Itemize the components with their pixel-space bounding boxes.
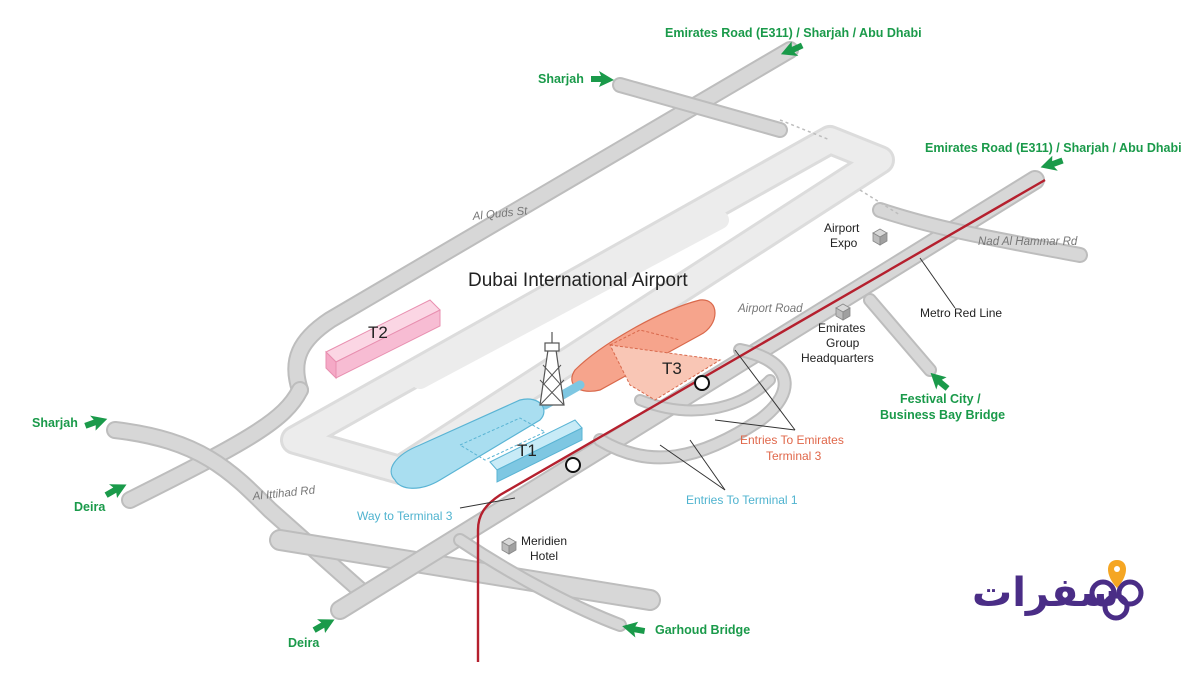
dest-deira-left: Deira — [74, 500, 106, 514]
interchange-loop — [595, 345, 790, 463]
road-sharjah-top — [614, 79, 786, 136]
label-way-t3: Way to Terminal 3 — [357, 509, 453, 523]
metro-pointer — [919, 257, 956, 309]
dest-festival-city-2: Business Bay Bridge — [880, 408, 1005, 422]
dest-emirates-road-top: Emirates Road (E311) / Sharjah / Abu Dha… — [665, 26, 922, 40]
arrow-emirates-top-icon — [780, 41, 804, 57]
road-nad-al-hammar — [874, 204, 1086, 261]
dest-sharjah-top: Sharjah — [538, 72, 584, 86]
t1-apron — [458, 417, 547, 461]
label-t1: T1 — [517, 441, 537, 460]
dashed-link-top — [779, 119, 831, 141]
metro-station-t1[interactable] — [565, 457, 581, 473]
entries-t3-pointer-b — [714, 419, 796, 431]
dest-sharjah-left: Sharjah — [32, 416, 78, 430]
entries-t3-pointer-a — [734, 349, 796, 431]
safarat-logo-icon — [1089, 560, 1144, 621]
metro-station-t3[interactable] — [694, 375, 710, 391]
label-t3: T3 — [662, 359, 682, 378]
arrow-garhoud-icon — [622, 621, 646, 638]
arrow-deira-bottom-icon — [312, 619, 335, 634]
road-label-airport-road: Airport Road — [737, 303, 803, 315]
tower-lattice — [539, 364, 565, 406]
terminal-3 — [571, 299, 722, 401]
brand-name: سفرات — [972, 570, 1119, 616]
dest-festival-city-1: Festival City / — [900, 392, 981, 406]
runways — [280, 125, 895, 485]
poi-airport-expo-2: Expo — [830, 236, 858, 250]
building-icon-emirates-hq — [835, 303, 851, 321]
t3-apron — [609, 344, 722, 401]
road-al-ittihad — [271, 531, 659, 609]
road-label-al-quds: Al Quds St — [471, 205, 529, 223]
label-entries-t3-2: Terminal 3 — [766, 449, 822, 463]
road-sharjah-left — [108, 423, 367, 597]
entries-t1-pointer-b — [689, 439, 726, 491]
metro-red-line — [476, 178, 1046, 662]
road-label-al-ittihad: Al Ittihad Rd — [251, 484, 316, 503]
arrow-emirates-right-icon — [1040, 155, 1064, 171]
building-icon-meridien — [501, 537, 517, 555]
entries-t1-pointer-a — [659, 444, 726, 491]
dest-emirates-road-right: Emirates Road (E311) / Sharjah / Abu Dha… — [925, 141, 1182, 155]
t2-front — [335, 309, 441, 379]
label-metro-red-line: Metro Red Line — [920, 306, 1002, 320]
road-festival — [865, 295, 935, 375]
poi-meridien-2: Hotel — [530, 549, 558, 563]
interchange-loop2 — [636, 376, 774, 415]
road-left-loop — [123, 383, 307, 507]
control-tower-icon — [539, 332, 565, 406]
road-al-quds — [289, 43, 797, 397]
road-garhoud — [455, 535, 625, 630]
direction-arrows — [84, 41, 1064, 638]
arrow-deira-left-icon — [104, 484, 127, 499]
poi-airport-expo-1: Airport — [824, 221, 860, 235]
dashed-connectors — [779, 119, 901, 216]
tower-cab — [544, 342, 560, 352]
poi-meridien-1: Meridien — [521, 534, 567, 548]
label-t2: T2 — [368, 323, 388, 342]
building-icon-airport-expo — [872, 228, 888, 246]
taxiway — [411, 211, 729, 389]
map-title: Dubai International Airport — [468, 270, 688, 291]
dest-garhoud-bridge: Garhoud Bridge — [655, 623, 750, 637]
terminal-2 — [325, 299, 441, 380]
poi-emirates-hq-1: Emirates — [818, 321, 865, 335]
annotation-pointers — [459, 257, 956, 509]
way-t3-pointer — [459, 497, 516, 509]
t3-outline-dashed — [609, 329, 681, 346]
arrow-sharjah-left-icon — [84, 415, 108, 431]
arrow-festival-icon — [930, 372, 950, 391]
label-entries-t1: Entries To Terminal 1 — [686, 493, 798, 507]
t1-concourse-front — [496, 427, 583, 483]
dest-deira-bottom: Deira — [288, 636, 320, 650]
label-entries-t3-1: Entries To Emirates — [740, 433, 844, 447]
t3-body — [571, 299, 716, 392]
poi-emirates-hq-2: Group — [826, 336, 860, 350]
runway — [283, 128, 892, 482]
terminal-1 — [390, 398, 583, 489]
road-label-nad-al-hammar: Nad Al Hammar Rd — [978, 236, 1078, 248]
arrow-sharjah-top-icon — [591, 71, 614, 87]
location-pin-icon — [1107, 560, 1127, 588]
dashed-link-right — [859, 189, 901, 216]
poi-emirates-hq-3: Headquarters — [801, 351, 874, 365]
